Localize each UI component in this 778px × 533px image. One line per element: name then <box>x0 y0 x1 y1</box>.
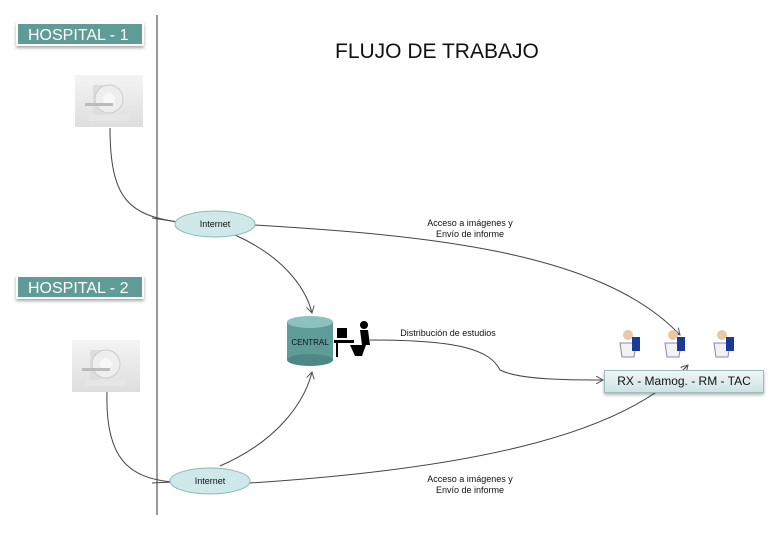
distribution-label: Distribución de estudios <box>400 328 496 338</box>
edge-scanner2-internet <box>106 391 173 483</box>
radiologist-icons <box>619 330 734 358</box>
top-access-label: Acceso a imágenes y Envío de informe <box>427 218 513 239</box>
edge-internet2-central <box>219 372 312 467</box>
svg-text:Internet: Internet <box>195 476 226 486</box>
svg-text:CENTRAL: CENTRAL <box>291 338 329 347</box>
edge-scanner1-internet <box>109 127 179 223</box>
internet-cloud-2: Internet <box>169 467 251 495</box>
hospital-1-label: HOSPITAL - 1 <box>16 22 144 46</box>
ct-scanner-icon <box>72 340 140 392</box>
svg-text:Internet: Internet <box>200 219 231 229</box>
edge-internet1-radiologists <box>254 224 680 335</box>
radiologist-icon <box>664 330 685 358</box>
modalities-box: RX - Mamog. - RM - TAC <box>604 370 764 393</box>
radiologist-icon <box>619 330 640 358</box>
diagram-title: FLUJO DE TRABAJO <box>335 40 539 63</box>
edge-internet2-modalities <box>249 365 688 484</box>
bottom-access-label: Acceso a imágenes y Envío de informe <box>427 474 513 495</box>
operator-at-computer-icon <box>334 321 370 357</box>
central-database-icon: CENTRAL <box>287 316 333 366</box>
internet-cloud-1: Internet <box>174 210 256 238</box>
hospital-2-label: HOSPITAL - 2 <box>16 275 144 299</box>
edge-distribution <box>369 339 603 380</box>
radiologist-icon <box>713 330 734 358</box>
ct-scanner-icon <box>75 75 143 127</box>
edge-internet1-central <box>234 234 312 313</box>
